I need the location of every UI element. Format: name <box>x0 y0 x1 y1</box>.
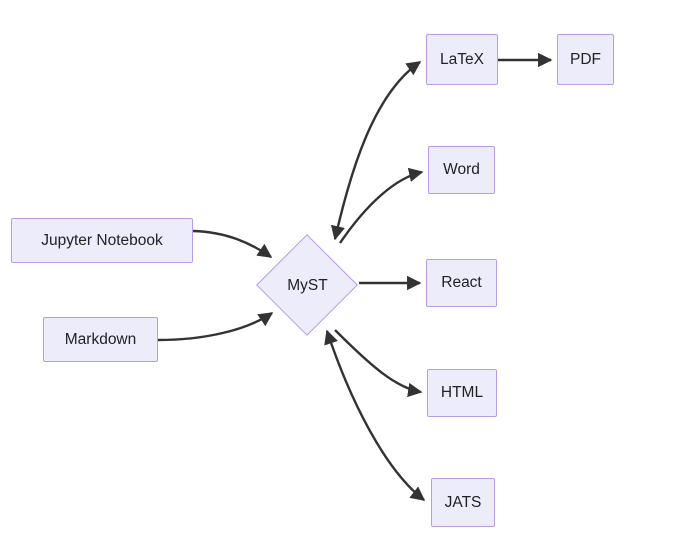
node-myst[interactable]: MyST <box>256 234 358 336</box>
edge-myst-to-jats <box>324 329 426 501</box>
myst-diamond-shape <box>256 234 358 336</box>
node-latex-label: LaTeX <box>440 50 484 68</box>
node-word[interactable]: Word <box>428 146 495 194</box>
node-pdf-label: PDF <box>570 50 601 68</box>
node-markdown[interactable]: Markdown <box>43 317 158 362</box>
node-jats[interactable]: JATS <box>431 478 495 527</box>
node-jupyter-notebook-label: Jupyter Notebook <box>41 231 163 249</box>
node-jats-label: JATS <box>444 493 482 511</box>
node-latex[interactable]: LaTeX <box>426 34 498 85</box>
node-word-label: Word <box>443 161 480 179</box>
edge-markdown-to-myst <box>157 312 274 342</box>
node-html[interactable]: HTML <box>427 369 497 417</box>
node-react[interactable]: React <box>426 259 497 307</box>
edge-myst-to-word <box>339 167 424 244</box>
node-html-label: HTML <box>440 384 484 402</box>
node-pdf[interactable]: PDF <box>557 34 614 85</box>
node-jupyter-notebook[interactable]: Jupyter Notebook <box>11 218 193 263</box>
edge-myst-to-latex <box>330 61 422 241</box>
node-react-label: React <box>441 274 482 292</box>
node-markdown-label: Markdown <box>64 330 137 348</box>
edge-myst-to-html <box>334 329 423 398</box>
